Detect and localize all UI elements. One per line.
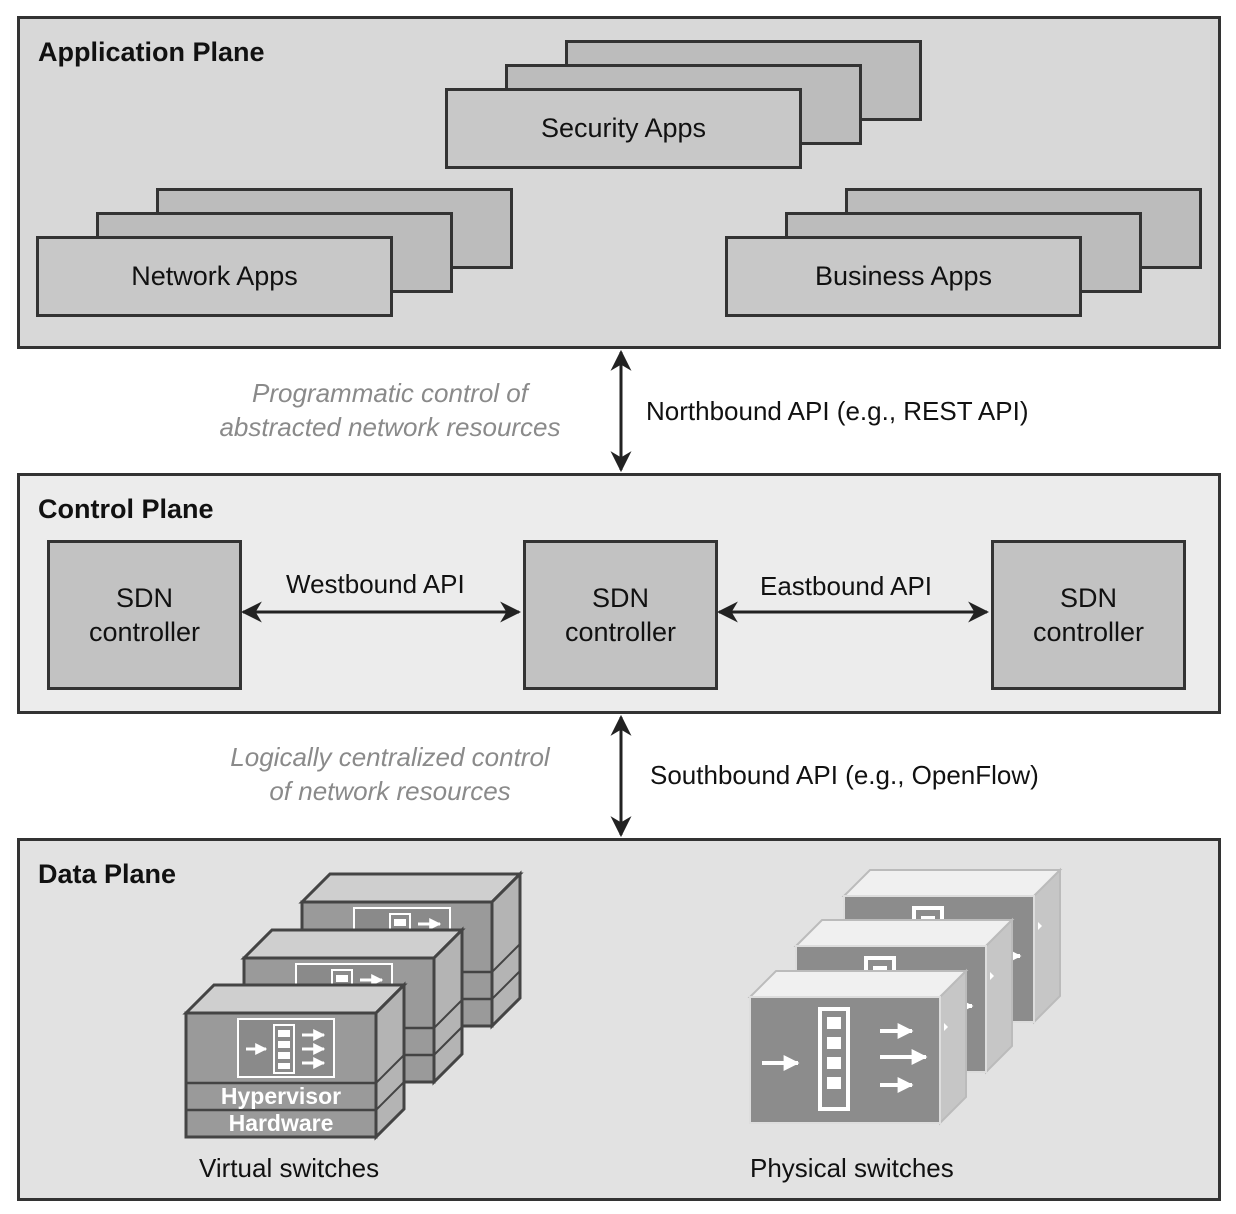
sdn-controller-right: SDN controller: [991, 540, 1186, 690]
application-plane: Application Plane Security Apps Network …: [17, 16, 1221, 349]
business-apps-label: Business Apps: [814, 261, 993, 291]
network-apps-label: Network Apps: [131, 261, 298, 291]
sdn-controller-center-line1: SDN: [591, 583, 649, 613]
northbound-note: Programmatic control of abstracted netwo…: [190, 376, 590, 444]
southbound-note-line1: Logically centralized control: [230, 742, 550, 772]
sdn-controller-right-line2: controller: [1032, 617, 1145, 647]
control-plane: Control Plane SDN controller SDN control…: [17, 473, 1221, 714]
virtual-switches-caption: Virtual switches: [199, 1153, 380, 1183]
sdn-controller-center: SDN controller: [523, 540, 718, 690]
sdn-controller-right-line1: SDN: [1059, 583, 1117, 613]
control-plane-title: Control Plane: [38, 494, 214, 524]
hardware-label: Hardware: [228, 1110, 334, 1136]
physical-switch-front-icon: [750, 971, 966, 1123]
northbound-note-line2: abstracted network resources: [219, 412, 561, 442]
security-apps-card: Security Apps: [445, 88, 802, 169]
network-apps-card: Network Apps: [36, 236, 393, 317]
eastbound-api-label: Eastbound API: [760, 571, 933, 601]
southbound-api-label: Southbound API (e.g., OpenFlow): [650, 760, 1039, 790]
application-plane-title: Application Plane: [38, 37, 265, 67]
security-apps-label: Security Apps: [540, 113, 707, 143]
southbound-note: Logically centralized control of network…: [190, 740, 590, 808]
southbound-note-line2: of network resources: [269, 776, 511, 806]
physical-switches-caption: Physical switches: [750, 1153, 954, 1183]
hypervisor-label: Hypervisor: [220, 1083, 342, 1109]
sdn-controller-left-line1: SDN: [115, 583, 173, 613]
westbound-api-label: Westbound API: [286, 569, 465, 599]
northbound-note-line1: Programmatic control of: [252, 378, 528, 408]
business-apps-card: Business Apps: [725, 236, 1082, 317]
data-plane-title: Data Plane: [38, 859, 177, 889]
sdn-controller-left: SDN controller: [47, 540, 242, 690]
northbound-api-label: Northbound API (e.g., REST API): [646, 396, 1029, 426]
sdn-controller-left-line2: controller: [88, 617, 201, 647]
sdn-controller-center-line2: controller: [564, 617, 677, 647]
